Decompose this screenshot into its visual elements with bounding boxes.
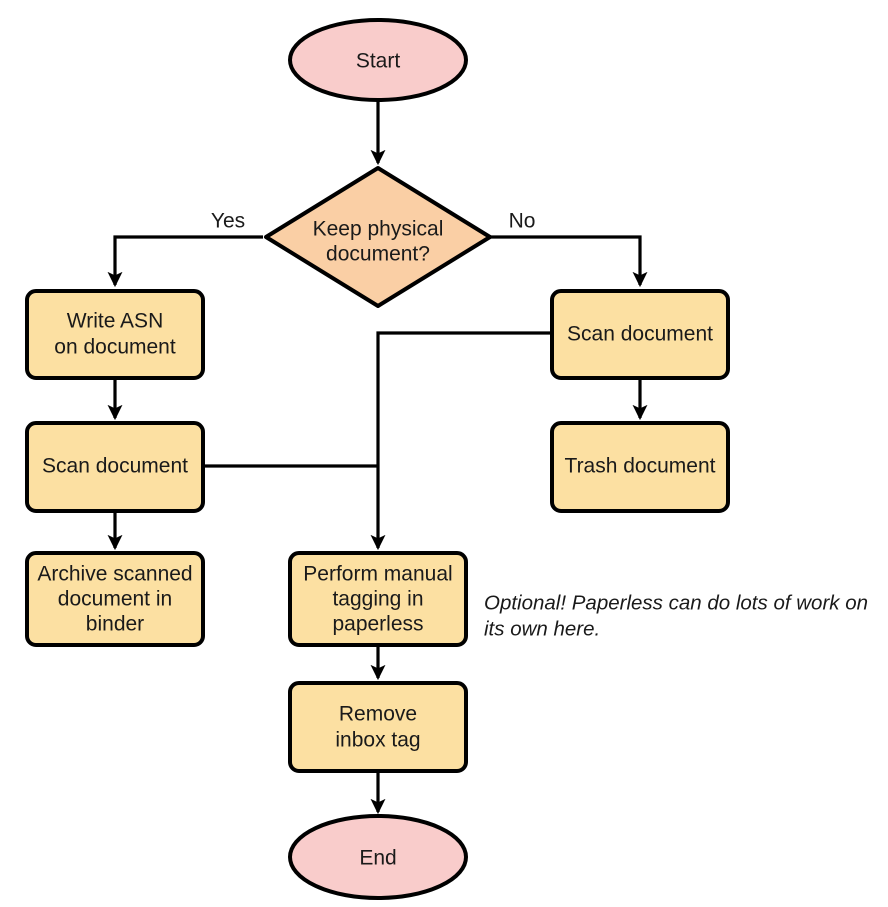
scan-document-left-label: Scan document (42, 455, 188, 478)
end-ellipse (288, 814, 468, 900)
edge-label-yes: Yes (211, 210, 245, 233)
archive-box (25, 551, 205, 647)
node-scan-document-left[interactable]: Scan document (25, 421, 205, 513)
start-ellipse (288, 18, 468, 102)
write-asn-label-line1: Write ASN (67, 310, 163, 333)
tagging-label-line2: tagging in (332, 588, 423, 611)
decision-diamond (264, 166, 492, 308)
remove-inbox-tag-label-line2: inbox tag (335, 729, 420, 752)
node-scan-document-right[interactable]: Scan document (550, 289, 730, 380)
decision-label-line1: Keep physical (313, 218, 444, 241)
node-remove-inbox-tag[interactable]: Remove inbox tag (288, 681, 468, 773)
archive-label-line3: binder (86, 613, 144, 636)
node-start[interactable]: Start (288, 18, 468, 102)
write-asn-label-line2: on document (54, 336, 176, 359)
remove-inbox-tag-label-line1: Remove (339, 703, 417, 726)
tagging-box (288, 551, 468, 647)
node-write-asn-on-document[interactable]: Write ASN on document (25, 289, 205, 380)
end-label: End (359, 847, 396, 870)
node-perform-manual-tagging[interactable]: Perform manual tagging in paperless (288, 551, 468, 647)
node-end[interactable]: End (288, 814, 468, 900)
edge-decision-yes-to-write-asn (107, 235, 263, 288)
edge-scan-right-to-tagging (370, 331, 552, 551)
start-label: Start (356, 50, 401, 73)
archive-label-line1: Archive scanned (37, 563, 192, 586)
tagging-label-line1: Perform manual (303, 563, 452, 586)
tagging-label-line3: paperless (332, 613, 423, 636)
optional-note-line1: Optional! Paperless can do lots of work … (484, 591, 868, 614)
write-asn-box (25, 289, 205, 380)
archive-label-line2: document in (58, 588, 172, 611)
scan-document-right-label: Scan document (567, 323, 713, 346)
edge-decision-no-to-scan-right (490, 235, 648, 288)
scan-document-left-box (25, 421, 205, 513)
optional-note-line2: its own here. (484, 617, 600, 640)
node-archive-scanned-document[interactable]: Archive scanned document in binder (25, 551, 205, 647)
node-decision-keep-physical-document[interactable]: Keep physical document? (264, 166, 492, 308)
node-trash-document[interactable]: Trash document (550, 421, 730, 513)
scan-document-right-box (550, 289, 730, 380)
annotation-optional-note: Optional! Paperless can do lots of work … (484, 591, 868, 640)
trash-document-box (550, 421, 730, 513)
decision-label-line2: document? (326, 243, 430, 266)
edge-label-no: No (509, 210, 536, 233)
remove-inbox-tag-box (288, 681, 468, 773)
trash-document-label: Trash document (565, 455, 716, 478)
